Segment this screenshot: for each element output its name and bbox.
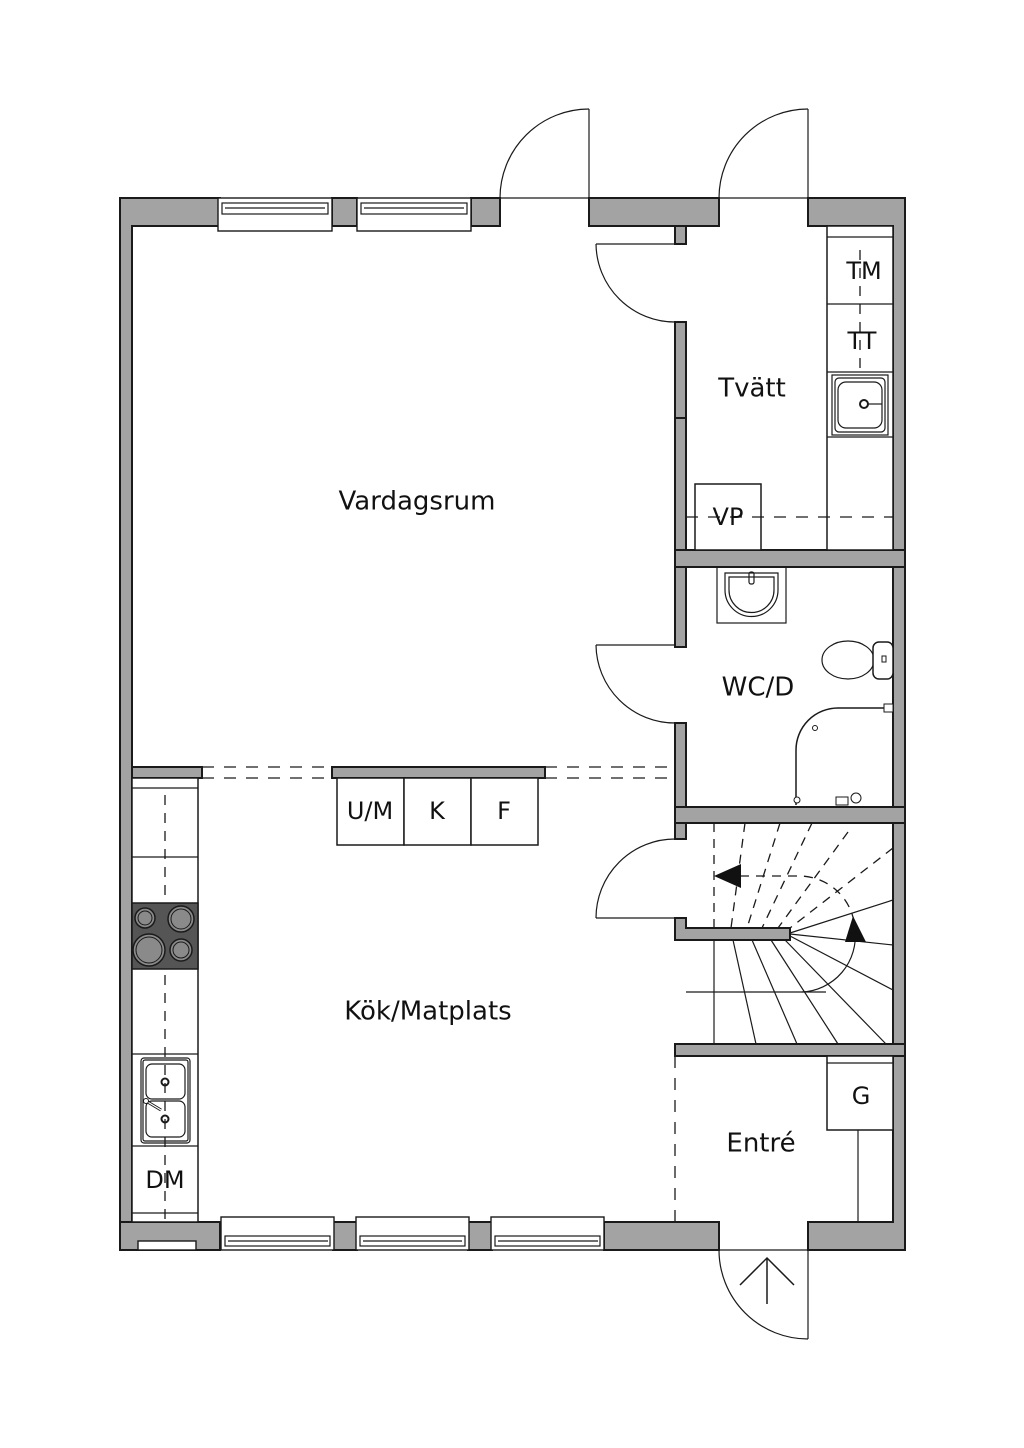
fixture-label-g: G (852, 1082, 871, 1110)
double-sink-icon (140, 1057, 191, 1144)
vent-bottom-left (137, 1240, 197, 1251)
door-tvatt-exterior[interactable] (718, 108, 809, 199)
window-bottom-1 (220, 1216, 335, 1251)
door-tvatt[interactable] (595, 243, 676, 323)
wall-tvatt-wc (674, 549, 906, 568)
door-balcony-left[interactable] (499, 108, 590, 199)
wc-fixtures (716, 566, 894, 806)
wall-wc-west-upper (674, 566, 687, 648)
window-bottom-2 (355, 1216, 470, 1251)
room-labels: Vardagsrum Kök/Matplats Tvätt WC/D Entré (339, 374, 796, 1159)
doors (499, 108, 809, 1340)
fixture-label-dm: DM (145, 1166, 184, 1194)
staircase (686, 822, 894, 1045)
room-label-vardagsrum: Vardagsrum (339, 487, 496, 517)
wall-bottom-pier-1 (332, 1221, 358, 1251)
window-top-1 (217, 197, 333, 232)
wall-stair-entre (674, 1043, 906, 1057)
windows (217, 197, 605, 1251)
wall-tvatt-west-upper (674, 321, 687, 419)
cooktop-icon (131, 902, 199, 970)
stair-direction-arrow-up (714, 864, 741, 888)
wall-divider-left (131, 766, 203, 779)
kitchen-tall-units: U/M K F (336, 777, 539, 846)
fixture-label-tm: TM (845, 257, 881, 285)
wall-wc-stair (674, 806, 906, 824)
fixture-label-tt: TT (847, 327, 877, 355)
utility-sink-icon (831, 374, 889, 436)
window-top-2 (356, 197, 472, 232)
washbasin-icon (716, 566, 787, 624)
wall-bottom-pier-2 (467, 1221, 493, 1251)
tvatt-fixtures: TM TT VP (686, 225, 894, 551)
entrance-arrow-icon (739, 1256, 795, 1304)
wall-stub-tvatt (674, 225, 687, 245)
fixture-label-vp: VP (713, 503, 744, 531)
room-label-wc: WC/D (722, 673, 795, 703)
entre-fixtures: G (826, 1055, 894, 1222)
walls (119, 197, 906, 1251)
wall-bottom-mid (603, 1221, 720, 1251)
wall-top-pier-2 (470, 197, 501, 227)
room-label-entre: Entré (726, 1129, 795, 1159)
door-entrance[interactable] (718, 1249, 809, 1340)
fixture-label-f: F (497, 797, 511, 825)
vp-box (694, 483, 762, 551)
wall-top-mid (588, 197, 720, 227)
open-boundaries (202, 766, 676, 1222)
window-bottom-3 (490, 1216, 605, 1251)
wall-stair-west-upper (674, 822, 687, 840)
shower-icon (793, 703, 894, 806)
wall-divider-island (331, 766, 546, 779)
room-label-tvatt: Tvätt (717, 374, 786, 404)
fixture-label-k: K (429, 797, 446, 825)
wall-top-pier-1 (331, 197, 358, 227)
room-label-kok: Kök/Matplats (344, 997, 511, 1027)
door-wc[interactable] (595, 644, 676, 724)
stair-direction-arrow (845, 916, 866, 942)
toilet-icon (821, 640, 894, 680)
kitchen-counter: DM (131, 777, 199, 1223)
fixture-label-um: U/M (347, 797, 393, 825)
wall-tvatt-west (674, 417, 687, 567)
door-stair[interactable] (595, 838, 676, 919)
